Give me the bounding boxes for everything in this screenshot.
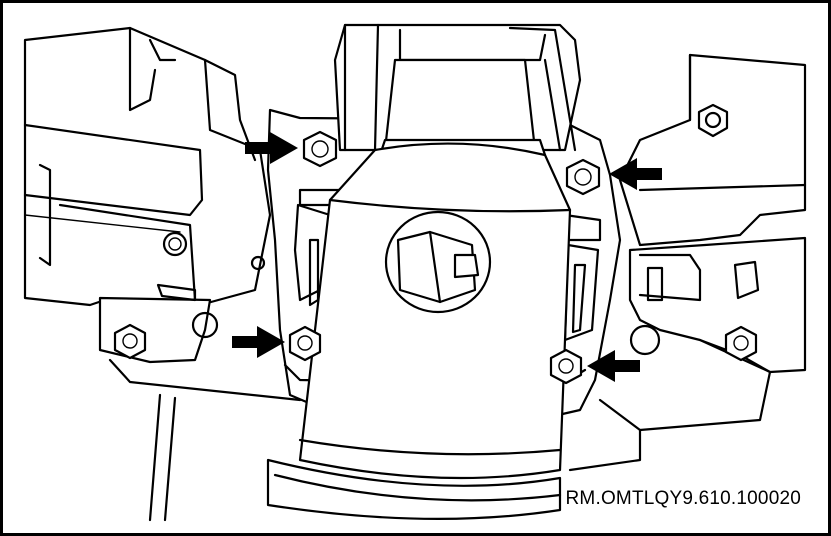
bolt bbox=[302, 130, 338, 168]
arrow-icon bbox=[609, 158, 662, 190]
bolt bbox=[113, 323, 147, 360]
bolt bbox=[724, 325, 758, 362]
arrow-icon bbox=[232, 326, 285, 358]
left-body-panel bbox=[23, 26, 272, 307]
steering-column bbox=[266, 58, 572, 520]
hex-nut bbox=[697, 103, 729, 138]
right-body-panel bbox=[568, 53, 807, 472]
bolt bbox=[288, 325, 322, 362]
reference-code: RM.OMTLQY9.610.100020 bbox=[565, 488, 801, 509]
bolt bbox=[549, 348, 583, 385]
arrow-icon bbox=[587, 350, 640, 382]
arrow-icon bbox=[245, 132, 298, 164]
bolt bbox=[565, 158, 601, 196]
